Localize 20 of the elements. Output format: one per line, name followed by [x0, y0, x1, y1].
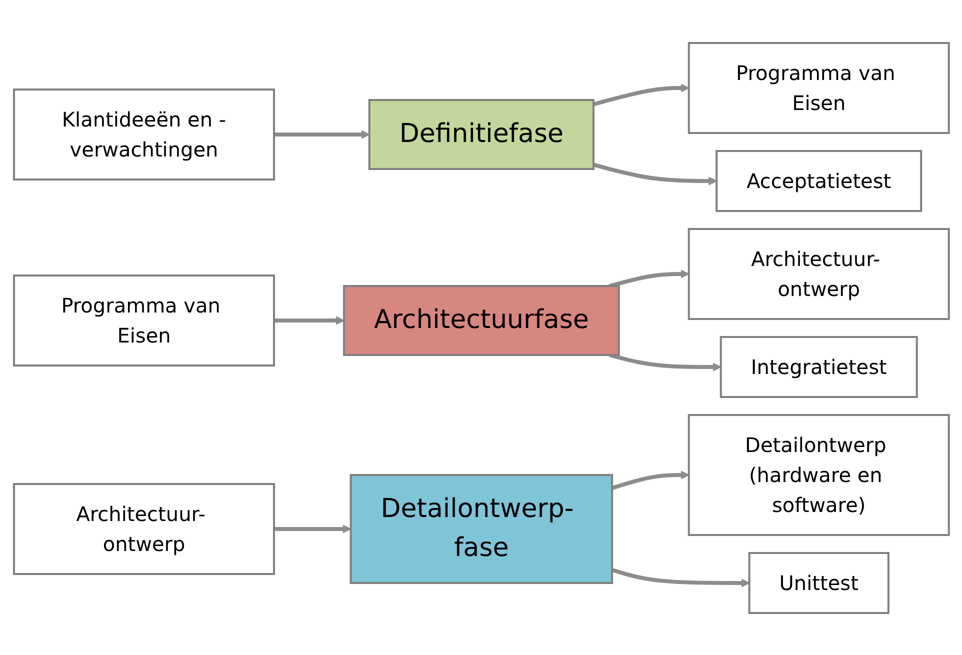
node-box: Klantideeën en -verwachtingen: [12, 88, 275, 180]
arrow: [611, 470, 689, 490]
node-box: Unittest: [748, 552, 889, 614]
node-box: Detailontwerp- fase: [349, 474, 613, 584]
node-box: Detailontwerp (hardware en software): [687, 414, 950, 536]
arrow: [611, 568, 750, 587]
node-box: Definitiefase: [368, 98, 594, 170]
node-box: Architectuurfase: [342, 284, 620, 356]
node-box: Integratietest: [719, 336, 918, 398]
node-box: Programma van Eisen: [12, 274, 275, 366]
arrow: [274, 130, 370, 138]
arrow: [592, 83, 689, 106]
arrow: [608, 269, 689, 288]
arrow: [274, 524, 351, 533]
node-box: Architectuur- ontwerp: [687, 228, 950, 320]
arrow: [274, 316, 344, 324]
node-box: Architectuur- ontwerp: [12, 482, 275, 574]
arrow: [592, 162, 717, 185]
node-box: Programma van Eisen: [687, 42, 950, 134]
node-box: Acceptatietest: [715, 150, 922, 212]
